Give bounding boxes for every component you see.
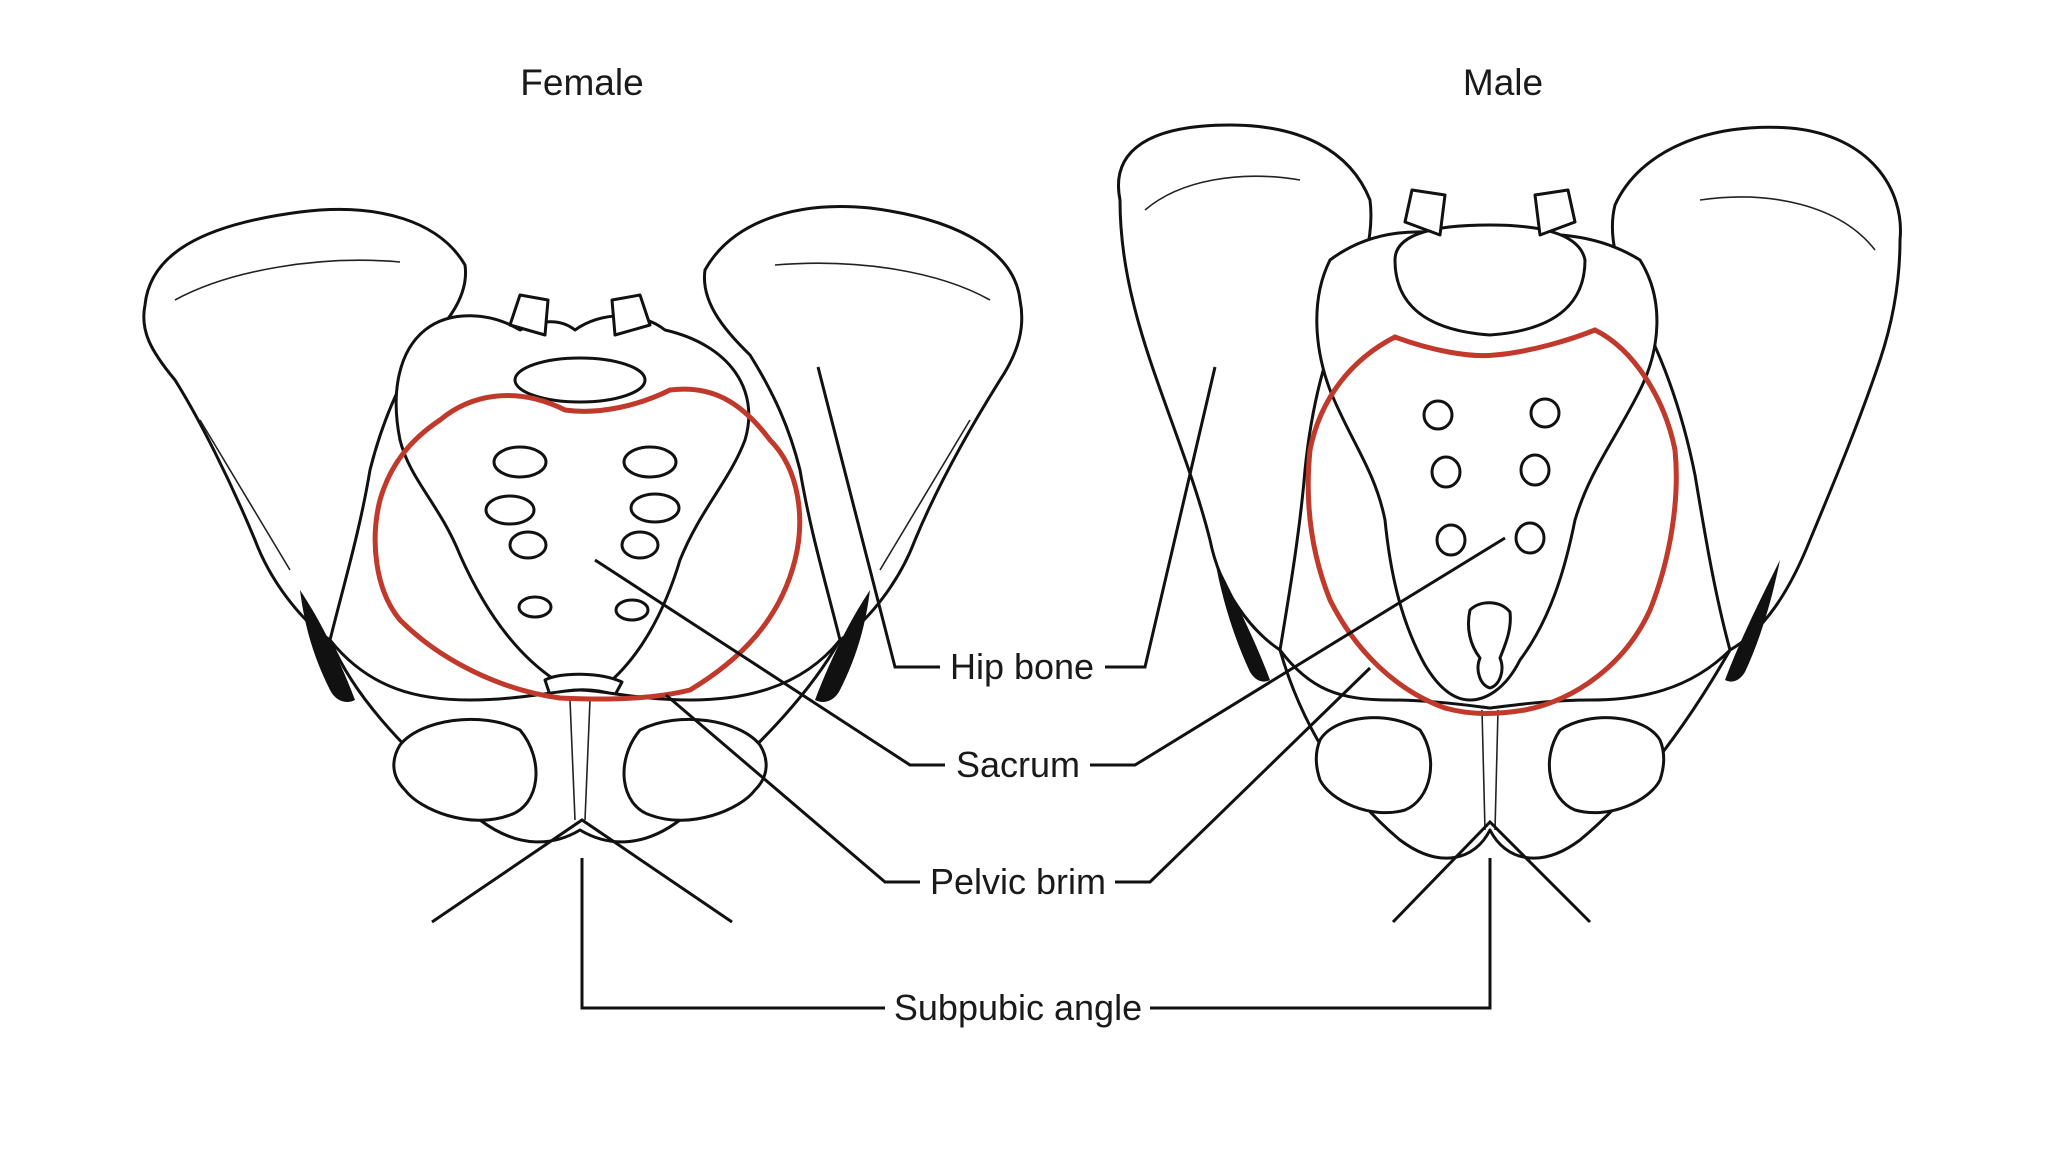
female-title: Female [520,62,644,103]
pelvic-brim-label: Pelvic brim [921,861,1115,903]
subpubic-angle-lines-male [1391,819,1592,924]
female-left-ilium [142,208,468,642]
male-sacrum-bone [1315,230,1659,702]
pelvic-brim-leader-female [665,693,920,884]
sacrum-leader-female [594,558,945,767]
subpubic-angle-bracket-male [1150,858,1492,1010]
leader-lines [431,366,1592,1010]
female-pelvis [142,205,1024,844]
pelvic-brim-leader-male [1115,666,1372,884]
female-sacrum-bone [394,314,751,694]
male-left-ilium [1117,123,1373,652]
subpubic-angle-bracket-female [580,858,885,1010]
male-title: Male [1462,62,1544,103]
female-pelvic-brim-outline [372,386,803,702]
male-right-ilium [1610,125,1902,652]
hip-bone-leader-male [1105,366,1217,669]
subpubic-angle-lines-female [431,818,733,924]
male-pelvic-brim-outline [1305,327,1679,716]
female-right-ilium [702,205,1024,642]
hip-bone-label: Hip bone [941,646,1103,688]
sacrum-label: Sacrum [947,744,1089,786]
hip-bone-leader-female [816,366,940,669]
sacrum-leader-male [1090,536,1506,767]
male-pelvis [1117,123,1902,860]
subpubic-angle-label: Subpubic angle [885,987,1151,1029]
